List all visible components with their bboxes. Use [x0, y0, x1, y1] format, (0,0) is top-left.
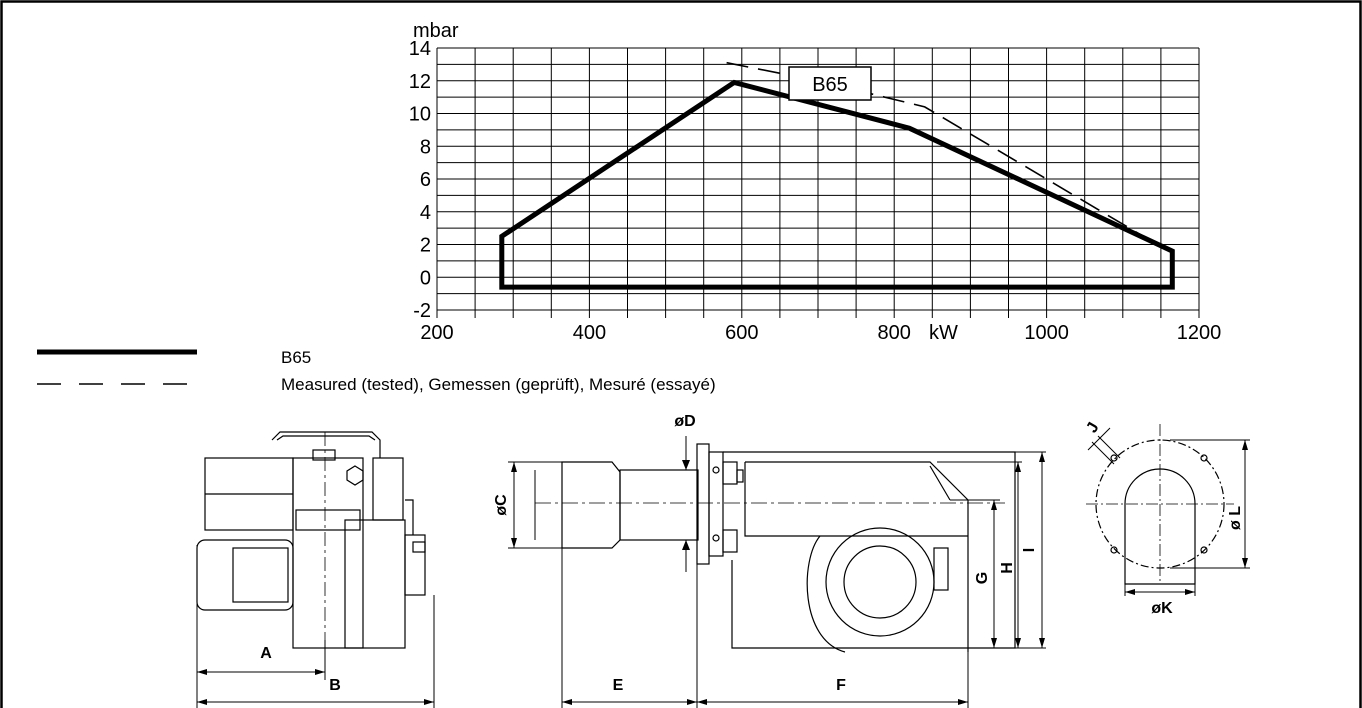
model-badge-label: B65	[812, 74, 848, 96]
x-tick-label: 1200	[1177, 322, 1222, 344]
x-tick-label: 1000	[1024, 322, 1069, 344]
dim-j-label: J	[1084, 420, 1103, 436]
y-tick-label: 6	[420, 169, 431, 191]
y-tick-label: 8	[420, 136, 431, 158]
dim-l-label: ø L	[1227, 506, 1244, 530]
y-tick-label: -2	[413, 300, 431, 322]
x-tick-label: 200	[420, 322, 453, 344]
dimension-lines	[196, 427, 1250, 708]
x-unit-label: kW	[929, 322, 958, 344]
dimension-text: A B E F øD øK øC G H I J ø L	[260, 413, 1244, 694]
y-tick-label: 12	[409, 71, 431, 93]
x-tick-label: 400	[573, 322, 606, 344]
tick-labels: -2 0 2 4 6 8 10 12 14 200 400 600 800 1000 1200	[409, 38, 1222, 344]
dim-k-label: øK	[1151, 600, 1173, 617]
series-b65-envelope	[499, 79, 1175, 290]
burner-side-view	[196, 431, 426, 652]
x-tick-label: 800	[878, 322, 911, 344]
dim-a-label: A	[260, 645, 272, 662]
dim-e-label: E	[613, 677, 624, 694]
legend-dashed-label: Measured (tested), Gemessen (geprüft), M…	[281, 375, 716, 394]
dimension-arrowheads	[197, 440, 1248, 705]
dim-i-label: I	[1021, 548, 1038, 552]
y-tick-label: 10	[409, 104, 431, 126]
y-tick-label: 4	[420, 202, 431, 224]
dim-h-label: H	[999, 562, 1016, 574]
y-tick-label: 0	[420, 267, 431, 289]
pressure-output-chart: -2 0 2 4 6 8 10 12 14 200 400 600 800 1000 1200 B65 mb…	[409, 20, 1222, 344]
dim-f-label: F	[836, 677, 846, 694]
burner-front-view	[535, 443, 1016, 653]
y-tick-label: 14	[409, 38, 431, 60]
model-badge	[788, 66, 872, 101]
y-tick-label: 2	[420, 235, 431, 257]
y-unit-label: mbar	[413, 20, 459, 42]
x-tick-label: 600	[725, 322, 758, 344]
flange-view	[1086, 424, 1234, 585]
dim-g-label: G	[974, 572, 991, 584]
dim-c-label: øC	[493, 494, 510, 516]
legend-solid-label: B65	[281, 348, 311, 367]
legend: B65 Measured (tested), Gemessen (geprüft…	[37, 348, 716, 394]
dim-d-label: øD	[674, 413, 695, 430]
dim-b-label: B	[329, 677, 341, 694]
